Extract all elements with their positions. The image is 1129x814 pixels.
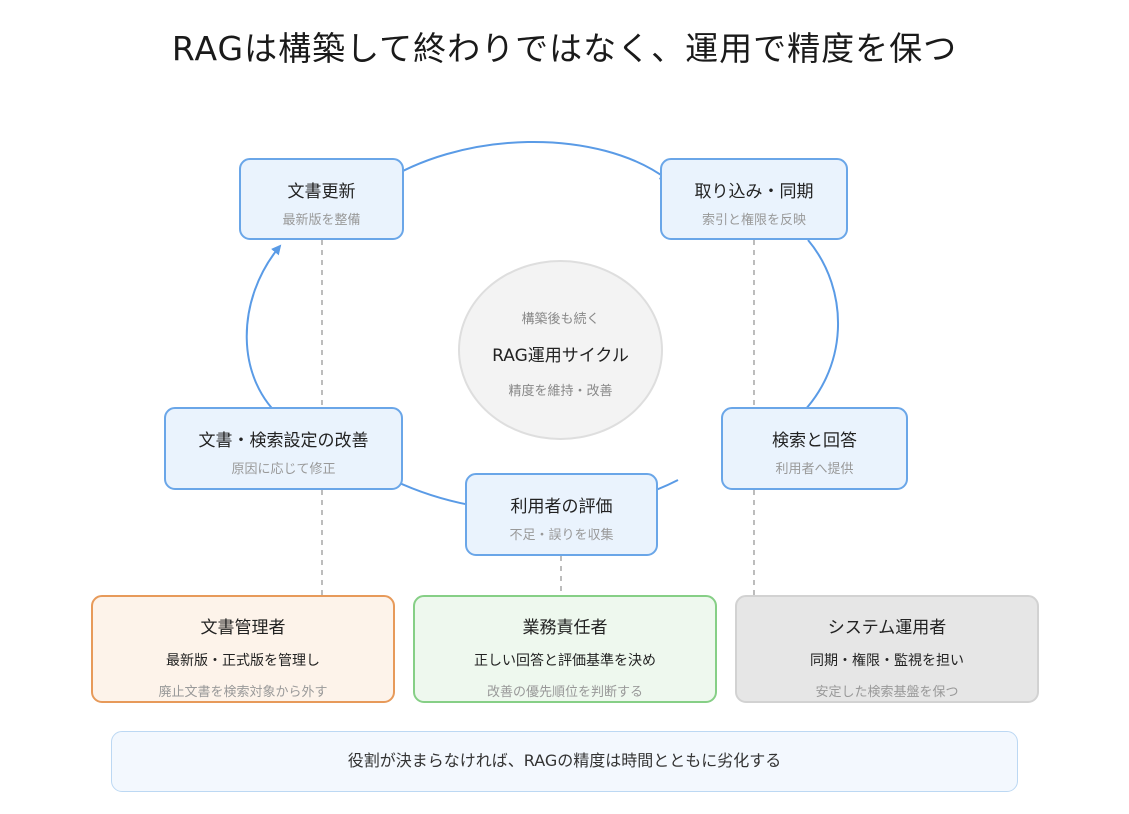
node-subtitle: 原因に応じて修正 (231, 462, 336, 477)
page-title: RAGは構築して終わりではなく、運用で精度を保つ (171, 29, 958, 68)
role-name: 業務責任者 (522, 618, 608, 638)
node-subtitle: 最新版を整備 (282, 213, 361, 228)
center-bottom-text: 精度を維持・改善 (508, 384, 613, 399)
role-duty: 同期・権限・監視を担い (810, 653, 964, 669)
role-name: 文書管理者 (200, 618, 286, 638)
center-top-text: 構築後も続く (521, 312, 600, 327)
node-improvement: 文書・検索設定の改善 原因に応じて修正 (164, 407, 403, 490)
role-duty: 正しい回答と評価基準を決め (474, 653, 656, 669)
role-document-manager: 文書管理者 最新版・正式版を管理し 廃止文書を検索対象から外す (91, 595, 395, 703)
node-document-update: 文書更新 最新版を整備 (239, 158, 404, 240)
cycle-center-circle: 構築後も続く RAG運用サイクル 精度を維持・改善 (458, 260, 663, 440)
node-title: 検索と回答 (772, 431, 857, 451)
role-name: システム運用者 (827, 618, 947, 638)
node-title: 取り込み・同期 (694, 182, 814, 202)
node-ingest-sync: 取り込み・同期 索引と権限を反映 (660, 158, 848, 240)
node-title: 文書更新 (287, 182, 356, 202)
role-business-owner: 業務責任者 正しい回答と評価基準を決め 改善の優先順位を判断する (413, 595, 717, 703)
node-search-answer: 検索と回答 利用者へ提供 (721, 407, 908, 490)
role-system-operator: システム運用者 同期・権限・監視を担い 安定した検索基盤を保つ (735, 595, 1039, 703)
node-user-evaluation: 利用者の評価 不足・誤りを収集 (465, 473, 658, 556)
node-title: 文書・検索設定の改善 (198, 431, 369, 451)
node-subtitle: 不足・誤りを収集 (509, 528, 614, 543)
node-subtitle: 索引と権限を反映 (701, 213, 806, 228)
center-label: RAG運用サイクル (492, 346, 629, 366)
node-subtitle: 利用者へ提供 (775, 462, 854, 477)
arrow-update-to-ingest (373, 140, 670, 189)
arrow-improve-to-update (245, 244, 285, 421)
role-detail: 安定した検索基盤を保つ (815, 685, 959, 700)
role-detail: 改善の優先順位を判断する (486, 685, 643, 700)
role-duty: 最新版・正式版を管理し (166, 653, 320, 669)
node-title: 利用者の評価 (510, 497, 613, 517)
role-detail: 廃止文書を検索対象から外す (158, 685, 328, 700)
arrow-ingest-to-search (793, 239, 840, 422)
footer-message: 役割が決まらなければ、RAGの精度は時間とともに劣化する (111, 731, 1018, 792)
